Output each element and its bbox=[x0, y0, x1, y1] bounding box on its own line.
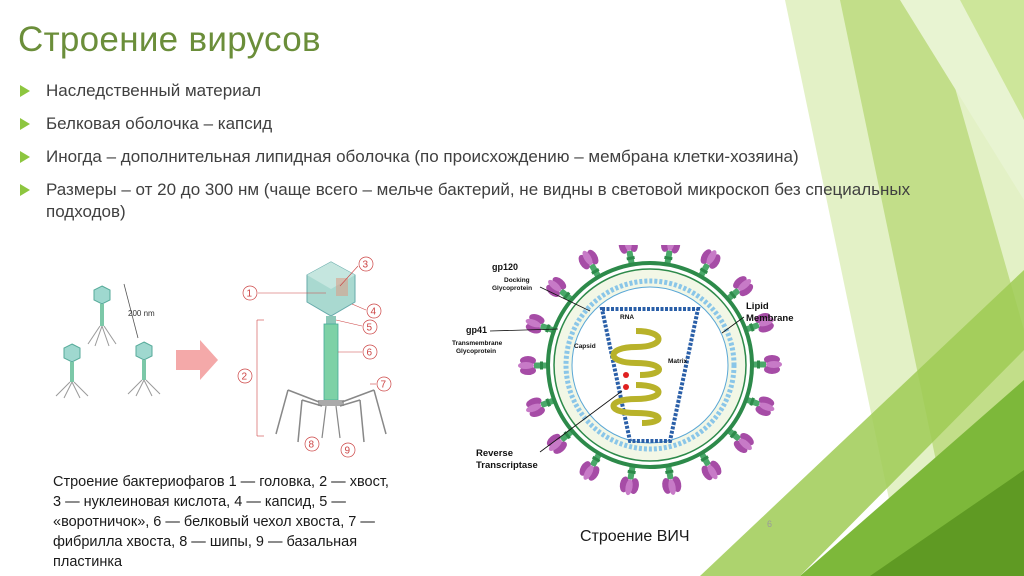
callout-2: 2 bbox=[242, 372, 248, 383]
callout-5: 5 bbox=[367, 323, 373, 334]
glycoprotein-knob bbox=[618, 245, 638, 266]
svg-text:Docking: Docking bbox=[504, 277, 530, 284]
bullet-item: Белковая оболочка – капсид bbox=[20, 113, 920, 135]
glycoprotein-knob bbox=[525, 314, 556, 334]
hiv-illustration: gp120 Docking Glycoprotein gp41 Transmem… bbox=[452, 245, 794, 496]
membrane-label: Membrane bbox=[746, 313, 794, 324]
glycoprotein-knob bbox=[546, 276, 574, 303]
glycoprotein-knob bbox=[579, 452, 603, 481]
bullet-item: Наследственный материал bbox=[20, 80, 920, 102]
bacteriophage-illustration: 200 nm 1 2 3 4 5 6 7 8 9 bbox=[55, 256, 392, 458]
glycoprotein-knob bbox=[518, 356, 549, 376]
callout-1: 1 bbox=[247, 289, 253, 300]
transcriptase-label: Transcriptase bbox=[476, 460, 538, 471]
bullet-arrow-icon bbox=[20, 184, 30, 196]
detailed-phage bbox=[275, 261, 387, 443]
bullet-item: Иногда – дополнительная липидная оболочк… bbox=[20, 146, 920, 168]
glycoprotein-knob bbox=[698, 451, 722, 481]
page-number: 6 bbox=[767, 519, 773, 529]
bullet-list: Наследственный материал Белковая оболочк… bbox=[20, 80, 920, 234]
scale-label: 200 nm bbox=[128, 309, 155, 318]
svg-text:Glycoprotein: Glycoprotein bbox=[492, 285, 532, 292]
glycoprotein-knob bbox=[744, 396, 775, 416]
lipid-label: Lipid bbox=[746, 301, 769, 312]
rna-label: RNA bbox=[620, 314, 634, 321]
capsid bbox=[599, 307, 701, 443]
phage-caption: Строение бактериофагов 1 — головка, 2 — … bbox=[53, 474, 389, 570]
hiv-glycoprotein-knobs bbox=[518, 245, 782, 496]
callout-8: 8 bbox=[309, 440, 315, 451]
rna-strand bbox=[610, 382, 662, 426]
bullet-item: Размеры – от 20 до 300 нм (чаще всего – … bbox=[20, 179, 920, 223]
glycoprotein-knob bbox=[751, 354, 782, 374]
small-phage-right bbox=[127, 341, 161, 397]
callout-3: 3 bbox=[363, 260, 369, 271]
glycoprotein-knob bbox=[619, 465, 639, 496]
gp41-label: gp41 bbox=[466, 325, 487, 335]
lipid-membrane-outer bbox=[546, 261, 754, 469]
glycoprotein-knob bbox=[661, 245, 681, 265]
glycoprotein-knob bbox=[526, 397, 556, 417]
svg-text:Transmembrane: Transmembrane bbox=[452, 340, 503, 347]
reverse-transcriptase-dot bbox=[623, 372, 629, 378]
bullet-arrow-icon bbox=[20, 151, 30, 163]
callout-4: 4 bbox=[371, 307, 377, 318]
small-phage-left bbox=[55, 343, 89, 399]
gp120-label: gp120 bbox=[492, 262, 518, 272]
rna-strand bbox=[610, 328, 662, 378]
glycoprotein-knob bbox=[744, 313, 774, 333]
bullet-arrow-icon bbox=[20, 118, 30, 130]
reverse-label: Reverse bbox=[476, 448, 513, 459]
small-phage-top bbox=[87, 285, 117, 347]
glycoprotein-knob bbox=[697, 249, 721, 278]
callout-6: 6 bbox=[367, 348, 373, 359]
callout-9: 9 bbox=[345, 446, 351, 457]
slide-title: Строение вирусов bbox=[18, 20, 321, 59]
callout-7: 7 bbox=[381, 380, 387, 391]
capsid-label: Capsid bbox=[574, 343, 596, 350]
reverse-transcriptase-dot bbox=[623, 384, 629, 390]
hiv-caption: Строение ВИЧ bbox=[580, 528, 690, 545]
svg-text:Glycoprotein: Glycoprotein bbox=[456, 348, 496, 355]
glycoprotein-knob bbox=[725, 276, 754, 302]
glycoprotein-knob bbox=[662, 464, 682, 495]
glycoprotein-knob bbox=[546, 428, 575, 454]
matrix-layer bbox=[563, 278, 737, 452]
matrix-label: Matrix bbox=[668, 358, 688, 365]
glycoprotein-knob bbox=[578, 249, 602, 279]
arrow-icon bbox=[176, 340, 218, 380]
glycoprotein-knob bbox=[726, 427, 754, 454]
bullet-arrow-icon bbox=[20, 85, 30, 97]
